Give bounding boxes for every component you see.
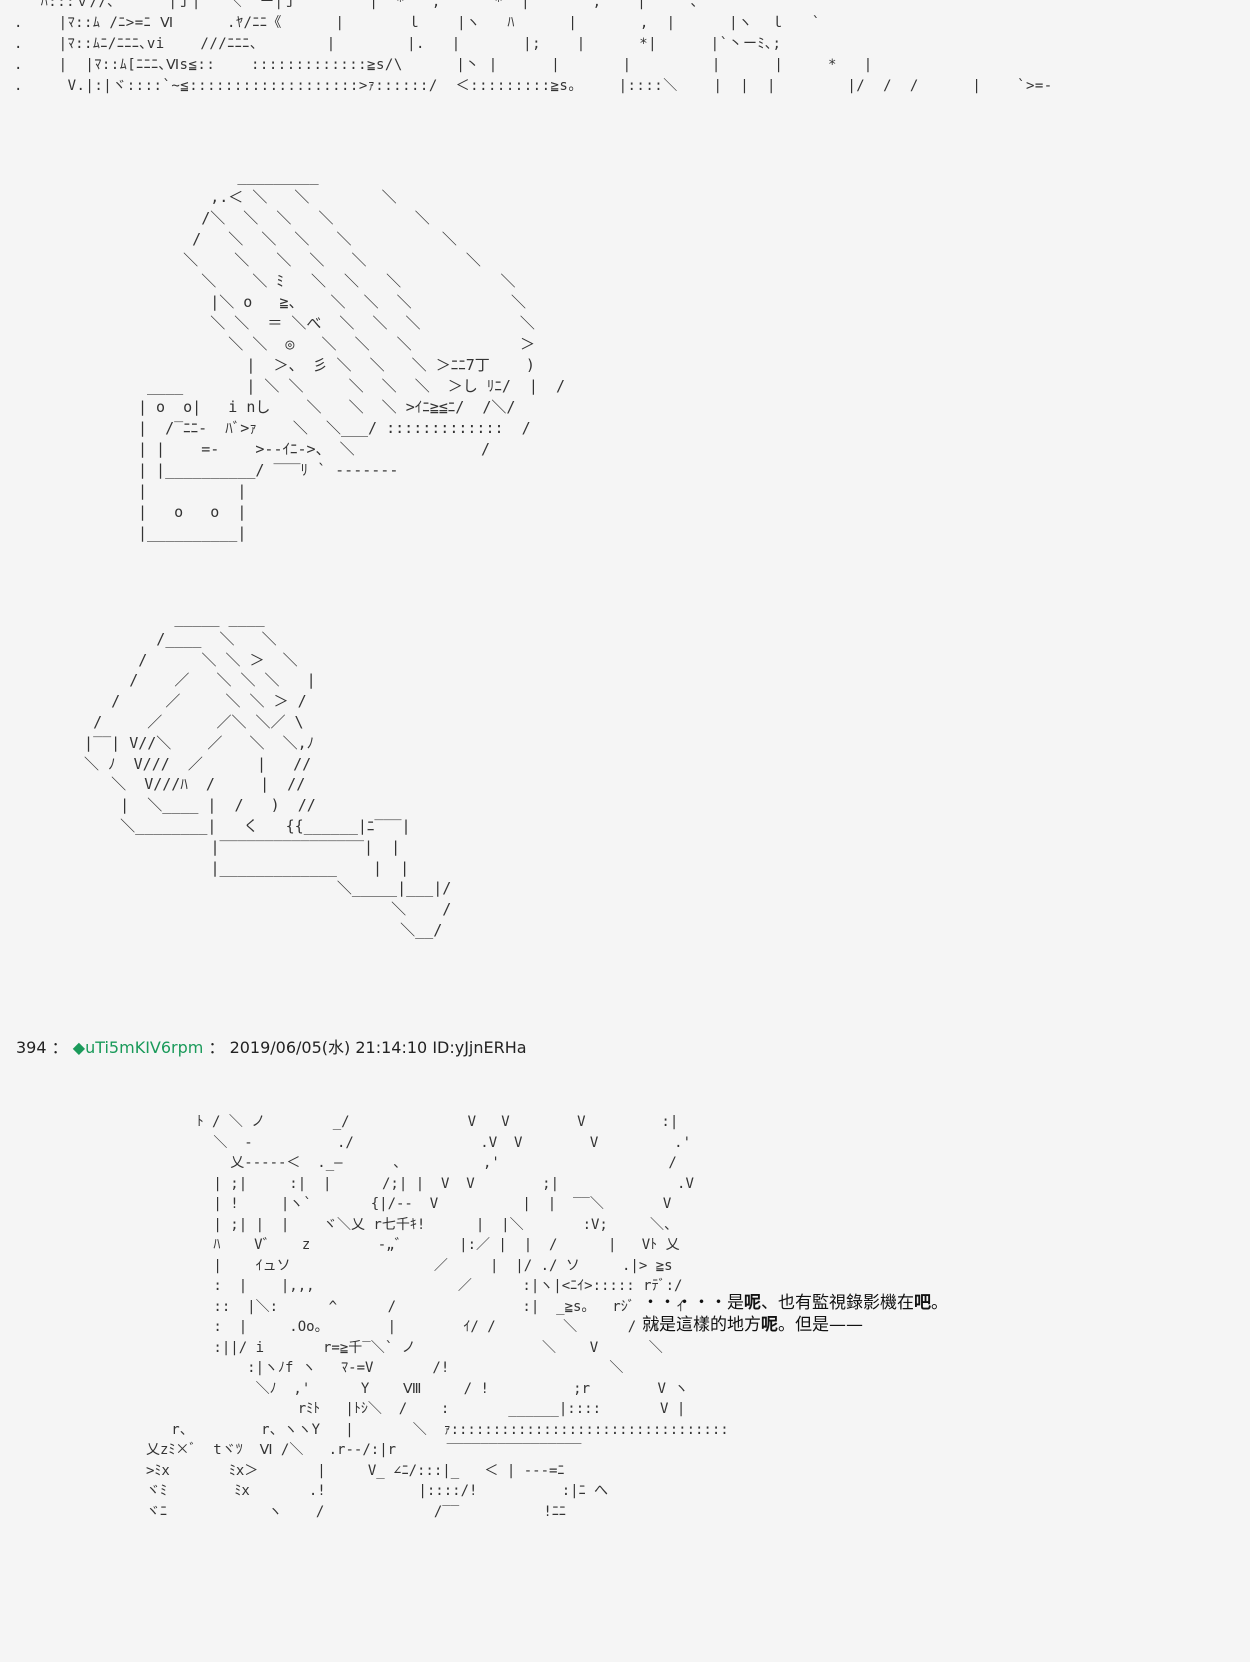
ascii-art-security-camera-2: _____ ____ /____ ＼ ＼ / ＼ ＼ ＞ ＼ / ／ ＼ ＼ ＼… — [84, 609, 452, 939]
ascii-art-character: ﾄ / ＼ ノ _/ V V V :| ＼ - ./ .V V V .' 乂--… — [146, 1114, 729, 1520]
dialogue-line-1-suffix: 。 — [931, 1293, 948, 1313]
post-separator: ： — [51, 1038, 68, 1057]
dialogue-text: ・・・・・是呢、也有監視錄影機在吧。 就是這樣的地方呢。但是—— — [642, 1292, 948, 1336]
post-header: 394 ： ◆uTi5mKIV6rpm ： 2019/06/05(水) 21:1… — [16, 1034, 527, 1058]
dialogue-line-2-emphasis: 呢 — [761, 1315, 778, 1335]
dialogue-line-1-prefix: ・・・・・是 — [642, 1293, 744, 1313]
dialogue-line-2: 就是這樣的地方呢。但是—— — [642, 1314, 948, 1336]
ascii-art-top-fragment: ﾊ:::Ｖ//､ |丁| ＼ ー|丁 | * , * | , | ` ､ . |… — [14, 0, 1053, 94]
dialogue-line-1-emphasis-1: 呢 — [744, 1293, 761, 1313]
post-timestamp: 2019/06/05(水) 21:14:10 — [229, 1038, 428, 1057]
post-separator-2: ： — [208, 1038, 225, 1057]
poster-id[interactable]: ID:yJjnERHa — [432, 1038, 527, 1057]
dialogue-line-2-suffix: 。但是—— — [778, 1315, 863, 1335]
ascii-art-security-camera-1: _________ ,.＜ ＼ ＼ ＼ /＼ ＼ ＼ ＼ ＼ / ＼ ＼ ＼ ＼… — [138, 167, 566, 542]
dialogue-line-1-middle: 、也有監視錄影機在 — [761, 1293, 914, 1313]
dialogue-line-1: ・・・・・是呢、也有監視錄影機在吧。 — [642, 1292, 948, 1314]
post-number[interactable]: 394 — [16, 1038, 47, 1057]
poster-trip[interactable]: uTi5mKIV6rpm — [85, 1038, 204, 1057]
trip-diamond-icon: ◆ — [72, 1038, 86, 1057]
dialogue-line-2-prefix: 就是這樣的地方 — [642, 1315, 761, 1335]
dialogue-line-1-emphasis-2: 吧 — [914, 1293, 931, 1313]
